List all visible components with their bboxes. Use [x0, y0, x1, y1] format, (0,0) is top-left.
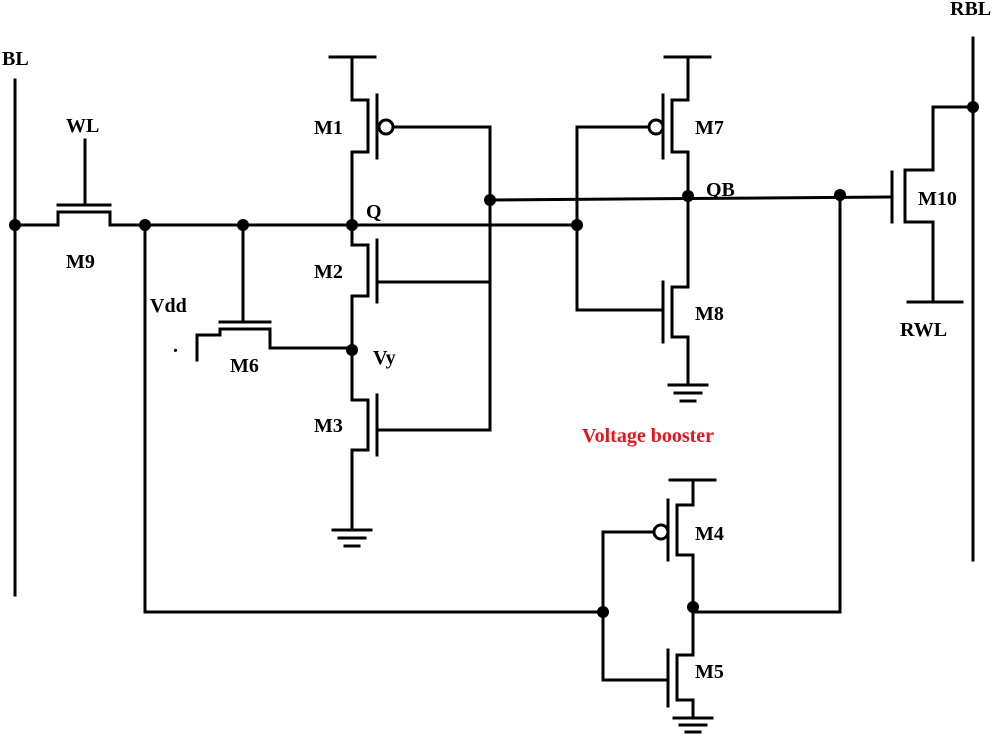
- m4-transistor: [652, 478, 717, 657]
- q-label: Q: [366, 201, 382, 223]
- m2-label: M2: [314, 261, 343, 283]
- q-gate-bus: [575, 125, 662, 312]
- m3-label: M3: [314, 415, 343, 437]
- m5-transistor: [666, 648, 695, 720]
- m7-label: M7: [695, 117, 724, 139]
- junction-qb: [682, 190, 694, 202]
- m1-transistor: [328, 55, 492, 227]
- m9-label: M9: [66, 251, 95, 273]
- m1-label: M1: [314, 117, 343, 139]
- junction-qb-right: [834, 189, 846, 201]
- voltage-booster-label: Voltage booster: [582, 425, 714, 447]
- m8-label: M8: [695, 303, 724, 325]
- m4-label: M4: [695, 523, 724, 545]
- rbl-label: RBL: [950, 0, 991, 20]
- vdd-label: Vdd: [150, 295, 187, 317]
- junction-vy: [346, 344, 358, 356]
- m3-transistor: [350, 393, 492, 532]
- wl-label: WL: [66, 115, 99, 137]
- m10-label: M10: [918, 188, 957, 210]
- junction-m6: [237, 219, 249, 231]
- qb-to-inverter-wire: [691, 195, 842, 614]
- stray-dot-label: .: [173, 335, 178, 357]
- rwl-label: RWL: [900, 319, 947, 341]
- junction-bl: [9, 219, 21, 231]
- ground-left: [331, 528, 373, 548]
- m9-transistor: [13, 138, 147, 227]
- ground-m8: [667, 383, 709, 403]
- m7-transistor: [647, 55, 712, 289]
- ground-m5: [672, 716, 714, 734]
- q-to-inverter-wire: [143, 223, 605, 614]
- bl-label: BL: [2, 48, 29, 70]
- junction-q-right: [571, 219, 583, 231]
- junction-q-left: [139, 219, 151, 231]
- junction-q: [346, 219, 358, 231]
- m5-label: M5: [695, 661, 724, 683]
- junction-inverter-in: [597, 606, 609, 618]
- junction-rbl: [967, 101, 979, 113]
- m2-transistor: [350, 223, 492, 402]
- junction-qb-left: [484, 194, 496, 206]
- inverter-gate-bus: [601, 530, 670, 682]
- junction-dots: [9, 101, 979, 618]
- junction-inverter-out: [687, 601, 699, 613]
- m6-transistor: [195, 223, 354, 362]
- m8-transistor: [661, 280, 690, 387]
- m10-transistor: [890, 105, 975, 304]
- m6-label: M6: [230, 355, 259, 377]
- vy-label: Vy: [373, 347, 396, 369]
- qb-label: QB: [706, 179, 735, 201]
